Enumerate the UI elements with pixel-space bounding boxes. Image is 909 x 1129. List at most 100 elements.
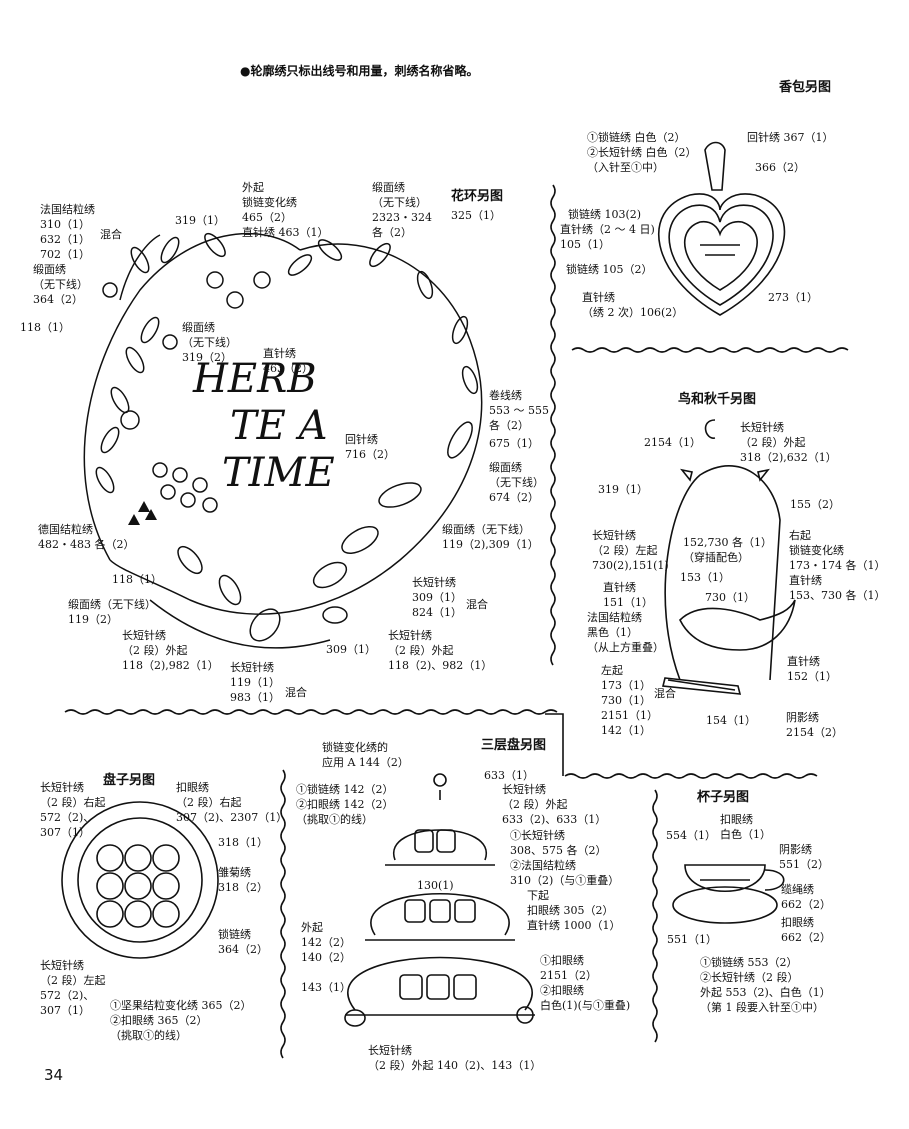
three-tier-title: 三层盘另图: [481, 738, 547, 753]
label-plate-daisy: 雏菊绣 318（2）: [218, 866, 268, 894]
label-tier-buttonhole-2151: ①扣眼绣 2151（2） ②扣眼绣 白色(1)(与①重叠): [540, 954, 631, 1012]
label-satin-2323: 缎面绣 （无下线） 2323・324 各（2）: [372, 181, 432, 239]
label-cup-chain-553: ①锁链绣 553（2） ②长短针绣（2 段） 外起 553（2)、白色（1） （…: [700, 956, 831, 1014]
label-plate-knot-365: ①坚果结粒变化绣 365（2） ②扣眼绣 365（2） （挑取①的线）: [110, 999, 252, 1042]
label-309: 309（1）: [326, 643, 376, 656]
label-back-367: 回针绣 367（1）: [747, 131, 834, 144]
label-tier-130: 130(1): [417, 879, 454, 892]
label-cup-buttonhole-662: 扣眼绣 662（2）: [781, 916, 831, 944]
label-cup-cable-662: 缆绳绣 662（2）: [781, 883, 831, 911]
divider-vertical-cup: [652, 789, 658, 1043]
three-tier-art: [344, 773, 535, 1027]
label-backstitch-716: 回针绣 716（2）: [345, 433, 395, 461]
label-mix-4: 混合: [654, 687, 676, 700]
label-outline-group: 外起 锁链变化绣 465（2） 直针绣 463（1）: [242, 181, 329, 239]
label-155: 155（2）: [790, 498, 840, 511]
cup-title: 杯子另图: [697, 790, 750, 805]
label-plate-chain-364: 锁链绣 364（2）: [218, 928, 268, 956]
cup-art: [672, 864, 785, 924]
divider-horizontal-mid: [64, 709, 558, 715]
herb-wreath-title: 花环另图: [451, 189, 504, 204]
label-long-short-c: 长短针绣 119（1） 983（1）: [230, 661, 280, 704]
divider-horizontal-right2: [564, 773, 818, 779]
label-plate-318: 318（1）: [218, 836, 268, 849]
label-french-black: 法国结粒绣 黑色（1） （从上方重叠）: [587, 611, 664, 654]
label-tier-143: 143（1）: [301, 981, 351, 994]
divider-horizontal-right: [571, 347, 849, 353]
label-2154-a: 2154（1）: [644, 436, 701, 449]
label-730: 730（1）: [705, 591, 755, 604]
label-319-a: 319（1）: [175, 214, 225, 227]
label-right-chain: 右起 锁链变化绣 173・174 各（1）: [789, 529, 886, 572]
label-straight-105: 直针绣（2 ～ 4 日) 105（1）: [560, 223, 655, 251]
label-shadow-2154: 阴影绣 2154（2）: [786, 711, 843, 739]
label-325: 325（1）: [451, 209, 501, 222]
sachet-title: 香包另图: [779, 80, 832, 95]
label-satin-119: 缎面绣（无下线） 119（2）: [68, 598, 156, 626]
label-cup-shadow-551: 阴影绣 551（2）: [779, 843, 829, 871]
divider-vertical-left: [550, 184, 556, 666]
label-118-b: 118（1）: [112, 573, 162, 586]
label-tier-633: 633（1）: [484, 769, 534, 782]
label-straight-463: 直针绣 463（2）: [263, 347, 313, 375]
label-long-short-309: 长短针绣 309（1） 824（1）: [412, 576, 462, 619]
divider-slope: [545, 713, 564, 776]
herb-title-line-3: TIME: [222, 450, 335, 496]
label-left-group: 左起 173（1） 730（1） 2151（1） 142（1）: [601, 664, 658, 737]
label-273: 273（1）: [768, 291, 818, 304]
label-straight-151: 直针绣 151（1）: [603, 581, 653, 609]
label-cup-551: 551（1）: [667, 933, 717, 946]
label-tier-long-short-633: 长短针绣 （2 段）外起 633（2)、633（1）: [502, 783, 607, 826]
plate-title: 盘子另图: [103, 773, 156, 788]
herb-wreath-art: [83, 232, 483, 649]
bird-swing-art: [662, 419, 796, 695]
label-satin-674: 缎面绣 （无下线） 674（2）: [489, 461, 544, 504]
label-satin-319: 缎面绣 （无下线） 319（2）: [182, 321, 237, 364]
sachet-heart-art: [658, 141, 786, 316]
divider-vertical-plate: [280, 769, 286, 1059]
label-chain-white: ①锁链绣 白色（2） ②长短针绣 白色（2） （入针至①中）: [587, 131, 697, 174]
page-number: 34: [44, 1066, 64, 1084]
label-118-a: 118（1）: [20, 321, 70, 334]
label-mix-1: 混合: [100, 228, 122, 241]
label-tier-long-short-308: ①长短针绣 308、575 各（2） ②法国结粒绣 310（2)（与①重叠）: [510, 829, 620, 887]
label-german-knot: 德国结粒绣 482・483 各（2）: [38, 523, 135, 551]
label-plate-buttonhole-right: 扣眼绣 （2 段）右起 307（2)、2307（1）: [176, 781, 288, 824]
label-tier-chain-142: ①锁链绣 142（2） ②扣眼绣 142（2） （挑取①的线）: [296, 783, 394, 826]
label-mix-2: 混合: [466, 598, 488, 611]
label-long-short-318: 长短针绣 （2 段）外起 318（2),632（1）: [740, 421, 837, 464]
label-bullion: 卷线绣 553 ～ 555 各（2）: [489, 389, 549, 432]
label-675: 675（1）: [489, 437, 539, 450]
label-366: 366（2）: [755, 161, 805, 174]
label-straight-153: 直针绣 153、730 各（1）: [789, 574, 886, 602]
plate-art: [61, 801, 219, 959]
label-tier-outer-142: 外起 142（2） 140（2）: [301, 921, 351, 964]
herb-title-line-1: HERB: [193, 356, 317, 402]
label-319: 319（1）: [598, 483, 648, 496]
label-154: 154（1）: [706, 714, 756, 727]
label-long-short-left: 长短针绣 （2 段）左起 730(2),151(1): [592, 529, 669, 572]
label-plate-long-short-right: 长短针绣 （2 段）右起 572（2)、 307（1）: [40, 781, 106, 839]
label-tier-long-short-140: 长短针绣 （2 段）外起 140（2)、143（1）: [368, 1044, 542, 1072]
herb-title-line-2: TE A: [230, 403, 328, 449]
bird-swing-title: 鸟和秋千另图: [678, 392, 757, 407]
label-tier-buttonhole-305: 下起 扣眼绣 305（2） 直针绣 1000（1）: [527, 889, 621, 932]
label-satin-119-309: 缎面绣（无下线） 119（2),309（1）: [442, 523, 539, 551]
label-153: 153（1）: [680, 571, 730, 584]
label-straight-106: 直针绣 （绣 2 次）106(2）: [582, 291, 684, 319]
label-long-short-a: 长短针绣 （2 段）外起 118（2),982（1）: [122, 629, 219, 672]
label-satin-364: 缎面绣 （无下线） 364（2）: [33, 263, 88, 306]
label-152-730: 152,730 各（1） （穿插配色）: [683, 536, 772, 564]
label-tier-chain-variation: 锁链变化绣的 应用 A 144（2）: [322, 741, 409, 769]
page-note: ●轮廓绣只标出线号和用量，刺绣名称省略。: [240, 64, 479, 78]
label-straight-152: 直针绣 152（1）: [787, 655, 837, 683]
label-mix-3: 混合: [285, 686, 307, 699]
label-chain-103: 锁链绣 103(2): [568, 208, 642, 221]
label-french-knot: 法国结粒绣 310（1） 632（1） 702（1）: [40, 203, 95, 261]
label-cup-buttonhole-white: 扣眼绣 白色（1）: [720, 813, 771, 841]
label-chain-105: 锁链绣 105（2）: [566, 263, 653, 276]
label-long-short-b: 长短针绣 （2 段）外起 118（2)、982（1）: [388, 629, 493, 672]
label-cup-554: 554（1）: [666, 829, 716, 842]
label-plate-long-short-left: 长短针绣 （2 段）左起 572（2)、 307（1）: [40, 959, 106, 1017]
